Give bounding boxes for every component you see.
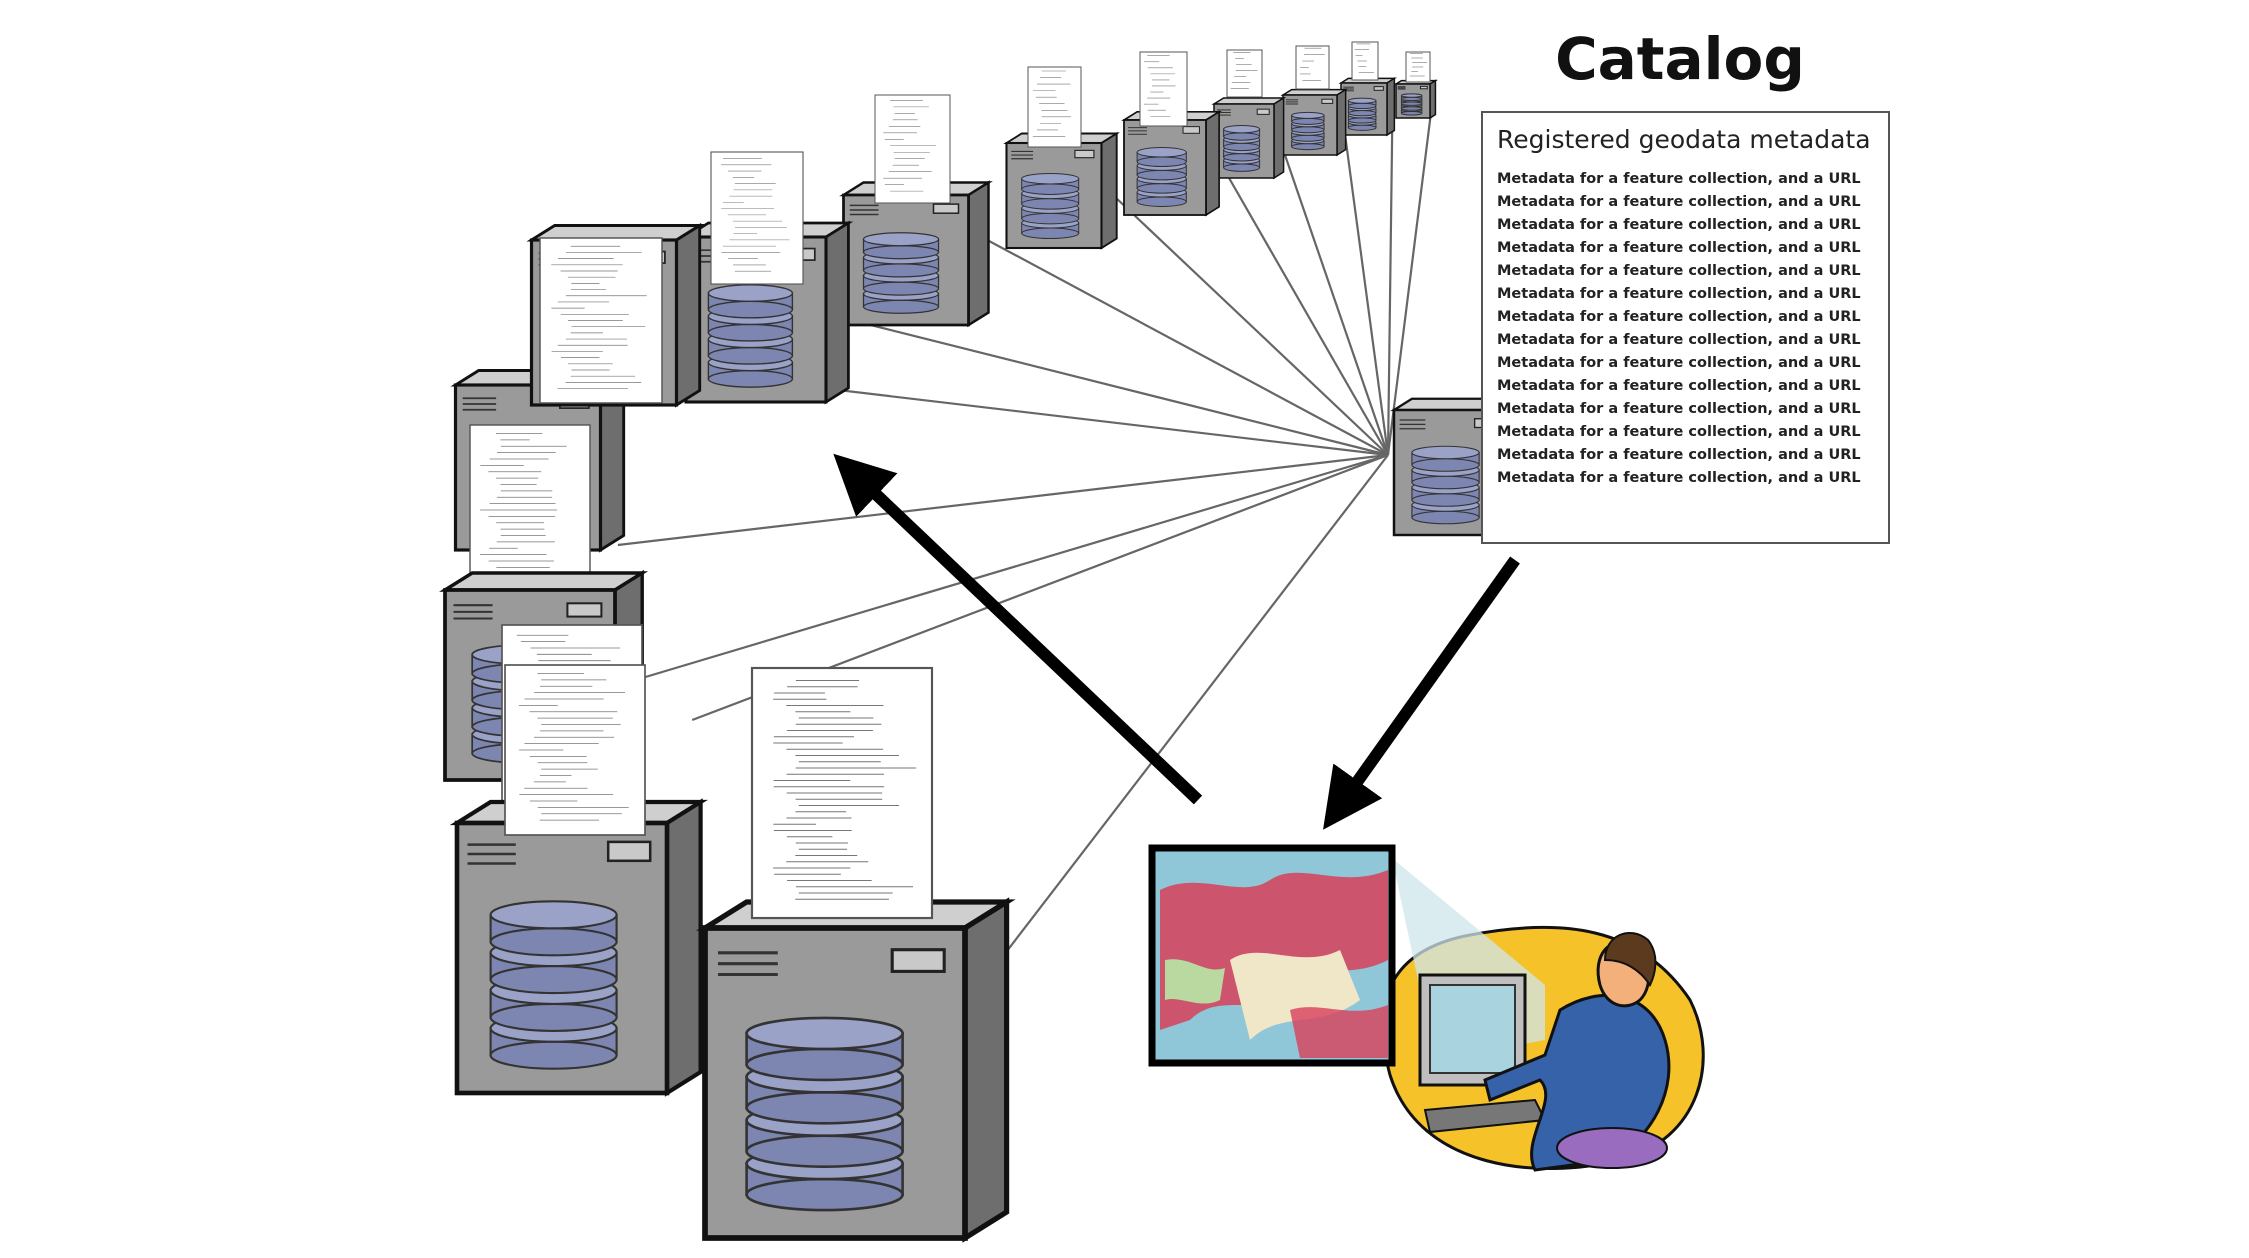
link-line — [617, 453, 1389, 547]
link-line — [842, 316, 1389, 457]
link-line — [1280, 143, 1390, 456]
catalog-entry: Metadata for a feature collection, and a… — [1497, 194, 1861, 210]
metadata-document — [1295, 45, 1330, 90]
link-line — [995, 454, 1389, 966]
catalog-entry: Metadata for a feature collection, and a… — [1497, 286, 1861, 302]
catalog-entry: Metadata for a feature collection, and a… — [1497, 355, 1861, 371]
connection-lines — [617, 87, 1436, 966]
monitor-screen — [1429, 984, 1516, 1074]
link-line — [635, 453, 1389, 682]
metadata-document — [710, 151, 804, 285]
metadata-document — [1139, 51, 1188, 127]
data-server — [1003, 131, 1121, 250]
metadata-document — [1027, 66, 1082, 148]
catalog-entry: Metadata for a feature collection, and a… — [1497, 332, 1861, 348]
catalog-entry: Metadata for a feature collection, and a… — [1497, 171, 1861, 187]
catalog-entry: Metadata for a feature collection, and a… — [1497, 378, 1861, 394]
catalog-entry: Metadata for a feature collection, and a… — [1497, 424, 1861, 440]
catalog-metadata-panel: Registered geodata metadata Metadata for… — [1481, 111, 1890, 544]
link-line — [1386, 104, 1394, 456]
user-hair — [1603, 931, 1657, 987]
data-server — [839, 180, 993, 328]
metadata-document — [1226, 49, 1263, 98]
result-arrow — [1323, 556, 1520, 830]
catalog-title: Catalog — [1555, 25, 1805, 93]
data-server — [1338, 77, 1397, 137]
link-line — [1386, 87, 1436, 456]
data-server — [1393, 79, 1439, 120]
catalog-entry: Metadata for a feature collection, and a… — [1497, 470, 1861, 486]
catalog-entry: Metadata for a feature collection, and a… — [1497, 263, 1861, 279]
query-arrow — [833, 453, 1203, 805]
catalog-entry: Metadata for a feature collection, and a… — [1497, 447, 1861, 463]
link-line — [1342, 122, 1390, 456]
metadata-document — [750, 666, 934, 920]
catalog-heading: Registered geodata metadata — [1497, 125, 1871, 154]
link-line — [1214, 154, 1389, 456]
chair — [1556, 1127, 1668, 1169]
data-server-ring — [439, 41, 1439, 1243]
data-server — [695, 897, 1016, 1243]
catalog-entry: Metadata for a feature collection, and a… — [1497, 240, 1861, 256]
metadata-document — [504, 664, 646, 836]
flow-arrows — [833, 453, 1520, 830]
data-server — [1211, 96, 1287, 180]
metadata-document — [469, 424, 591, 596]
user-workstation — [1148, 844, 1705, 1172]
metadata-document — [874, 94, 951, 204]
catalog-entry: Metadata for a feature collection, and a… — [1497, 217, 1861, 233]
metadata-document — [1405, 51, 1431, 83]
catalog-entry-list: Metadata for a feature collection, and a… — [1497, 168, 1874, 490]
catalog-entry: Metadata for a feature collection, and a… — [1497, 401, 1861, 417]
link-line — [1112, 194, 1389, 456]
data-server — [1280, 88, 1349, 157]
metadata-document — [1351, 41, 1379, 81]
catalog-entry: Metadata for a feature collection, and a… — [1497, 309, 1861, 325]
link-line — [982, 237, 1389, 456]
data-server — [1121, 110, 1222, 217]
metadata-document — [539, 237, 663, 404]
map-icon — [1148, 844, 1396, 1067]
data-server — [449, 798, 708, 1097]
